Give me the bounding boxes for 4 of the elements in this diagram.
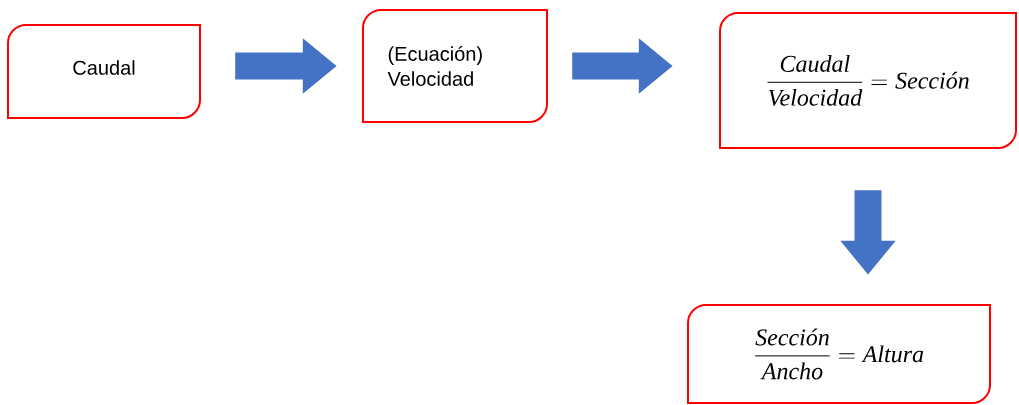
process-box: (Ecuación) Velocidad xyxy=(362,9,548,123)
process-box: $\frac{\textit{Caudal}}{\textit{Velocidad}}=\textit{Sección}$ xyxy=(719,12,1017,149)
process-box: $\frac{\textit{Sección}}{\textit{Ancho}}=\textit{Altura}$ xyxy=(687,304,991,404)
process-box: Caudal xyxy=(7,24,201,119)
